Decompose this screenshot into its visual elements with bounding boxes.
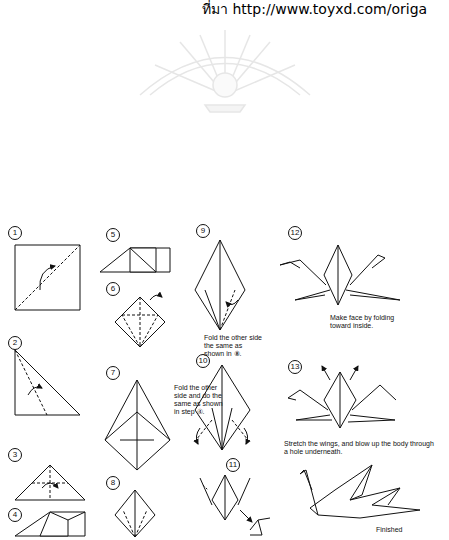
callout-number: 3 <box>8 448 22 462</box>
callout-number: 4 <box>8 508 22 522</box>
callout-number: 9 <box>196 224 210 238</box>
fold-figures <box>15 240 420 537</box>
callout-number: 13 <box>288 360 302 374</box>
callout-number: 11 <box>226 458 240 472</box>
callout-number: 2 <box>8 336 22 350</box>
callout-number: 8 <box>106 476 120 490</box>
step-note: Fold the other side the same as shown in… <box>204 334 264 358</box>
callout-number: 12 <box>288 226 302 240</box>
watermark-seal <box>140 30 310 112</box>
callout-number: 7 <box>106 366 120 380</box>
step-note: Make face by folding toward inside. <box>330 314 408 330</box>
step-note: Fold the other side and do the same as s… <box>174 384 224 416</box>
source-note: ที่มา http://www.toyxd.com/origa <box>202 1 427 17</box>
callout-number: 1 <box>8 226 22 240</box>
finished-label: Finished <box>376 526 402 534</box>
callout-number: 5 <box>106 228 120 242</box>
callout-number: 6 <box>106 282 120 296</box>
step-note: Stretch the wings, and blow up the body … <box>284 440 434 456</box>
